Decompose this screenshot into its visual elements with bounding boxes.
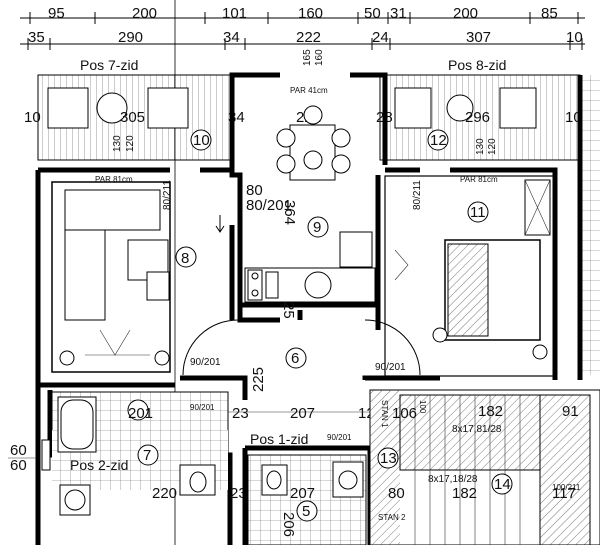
pos-1-label: Pos 1-zid <box>250 431 308 447</box>
dim-top-95: 95 <box>48 5 65 22</box>
stair-dim-106: 106 <box>392 405 417 422</box>
small-bath-dim-206: 206 <box>280 512 297 537</box>
stan-1-label: STAN 1 <box>380 400 389 428</box>
hall-door-left-label: 90/201 <box>190 357 221 368</box>
bath-lower-door-label: 90/201 <box>327 433 352 442</box>
terrace-right-h2: 120 <box>487 138 498 155</box>
room-14-number: 14 <box>494 476 511 493</box>
stair-dim-182b: 182 <box>452 485 477 502</box>
room-5-number: 5 <box>302 503 310 520</box>
terrace-left-width: 305 <box>120 109 145 126</box>
kitchen-door-80: 80 <box>246 182 263 199</box>
dim-top-10: 10 <box>566 29 583 46</box>
stair-dim-182a: 182 <box>478 403 503 420</box>
dim-top-24: 24 <box>372 29 389 46</box>
kitchen-height-364: 364 <box>281 200 298 225</box>
kitchen-door-label: 80/201 <box>246 197 292 214</box>
stair-dim-80: 80 <box>388 485 405 502</box>
hall-height-225: 225 <box>250 367 267 392</box>
dim-top-50: 50 <box>364 5 381 22</box>
dim-top-290: 290 <box>118 29 143 46</box>
room-8-number: 8 <box>181 250 189 267</box>
bathroom: 201 90/201 7 Pos 2-zid 220 23 60 60 <box>8 380 247 545</box>
pos-2-label: Pos 2-zid <box>70 457 128 473</box>
dim-top-35: 35 <box>28 29 45 46</box>
side-dim-60b: 60 <box>10 457 27 474</box>
exterior-wall-right <box>577 75 600 380</box>
room-6-number: 6 <box>291 350 299 367</box>
bath-dim-201: 201 <box>128 405 153 422</box>
terrace-left-h1: 130 <box>112 135 123 152</box>
hall-door-right-label: 90/201 <box>375 362 406 373</box>
staircase: 182 91 106 8x17,81/28 STAN 1 100 13 8x17… <box>369 389 600 545</box>
stair-dim-100: 100 <box>418 400 427 414</box>
hallway: 90/201 90/201 6 225 25 23 207 12 <box>180 302 440 422</box>
stair-area-label: 100/211 <box>552 483 581 492</box>
living-room: PAR 81cm 80/211 8 <box>35 165 243 380</box>
side-dim-60a: 60 <box>10 442 27 459</box>
stair-dim-91: 91 <box>562 403 579 420</box>
small-bath-dim-207: 207 <box>290 485 315 502</box>
dim-top-200a: 200 <box>132 5 157 22</box>
room-11-number: 11 <box>470 204 486 221</box>
terrace-left-edge: 10 <box>24 109 41 126</box>
dim-top-34: 34 <box>223 29 240 46</box>
room-10-number: 10 <box>193 132 210 149</box>
kitchen: PAR 41cm 165 160 222 364 9 80 80/201 <box>229 49 388 308</box>
room-7-number: 7 <box>143 447 151 464</box>
terrace-left: Pos 7-zid 305 10 34 130 120 10 <box>24 57 245 161</box>
hall-dim-25: 25 <box>280 302 297 319</box>
dim-top-85: 85 <box>541 5 558 22</box>
small-bathroom: Pos 1-zid 90/201 207 5 206 <box>242 431 373 545</box>
kitchen-dim-165: 165 <box>302 49 313 66</box>
room-12-number: 12 <box>430 132 447 149</box>
living-par-label: PAR 81cm <box>95 175 133 184</box>
dim-top-200b: 200 <box>453 5 478 22</box>
terrace-right-h1: 130 <box>475 138 486 155</box>
terrace-left-label: Pos 7-zid <box>80 57 138 73</box>
room-9-number: 9 <box>313 219 321 236</box>
bedroom-par-label: PAR 81cm <box>460 175 498 184</box>
terrace-right-width: 296 <box>465 109 490 126</box>
bedroom-door-label: 80/211 <box>412 180 423 210</box>
terrace-right-label: Pos 8-zid <box>448 57 506 73</box>
dim-top-307: 307 <box>466 29 491 46</box>
dim-top-160: 160 <box>298 5 323 22</box>
hall-dim-207: 207 <box>290 405 315 422</box>
kitchen-dim-160: 160 <box>314 49 325 66</box>
hall-dim-23: 23 <box>232 405 249 422</box>
dimension-chain-top: 95 200 101 160 50 31 200 85 35 290 34 22… <box>20 0 585 545</box>
bath-dim-220: 220 <box>152 485 177 502</box>
bedroom: PAR 81cm 80/211 11 <box>375 167 558 380</box>
dim-top-222: 222 <box>296 29 321 46</box>
bath-door-label: 90/201 <box>190 403 215 412</box>
terrace-right: Pos 8-zid 296 10 28 130 120 12 <box>376 57 582 161</box>
stair-lower-label: 8x17,18/28 <box>428 474 478 485</box>
stair-dim-117: 117 <box>552 485 576 502</box>
stan-2-label: STAN 2 <box>378 513 406 522</box>
room-13-number: 13 <box>380 450 397 467</box>
dim-top-31: 31 <box>390 5 407 22</box>
living-door-label: 80/211 <box>162 180 173 210</box>
stair-upper-label: 8x17,81/28 <box>452 424 502 435</box>
dim-top-101: 101 <box>222 5 247 22</box>
kitchen-par-label: PAR 41cm <box>290 86 328 95</box>
terrace-left-h2: 120 <box>125 135 136 152</box>
